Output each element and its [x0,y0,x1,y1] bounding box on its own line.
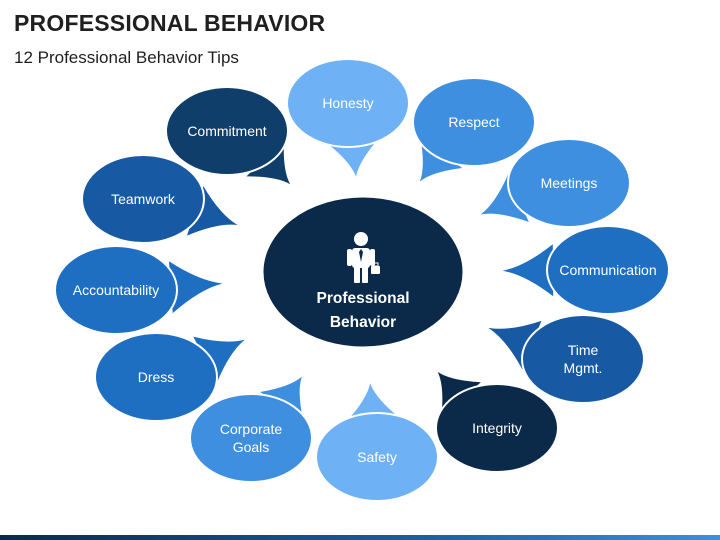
dress-label: Dress [138,369,175,385]
communication-pointer [502,244,554,297]
time-mgmt-bubble [521,314,645,404]
node-accountability: Accountability [54,245,178,335]
center-title-line1: Professional [316,290,409,307]
honesty-label: Honesty [322,95,373,111]
node-commitment: Commitment [165,86,289,176]
teamwork-label: Teamwork [111,191,176,207]
respect-bubble [412,77,536,167]
center-node: Professional Behavior [260,194,466,350]
safety-pointer [346,383,399,422]
bubble-group: HonestyRespectMeetingsCommunicationTimeM… [54,58,670,502]
accountability-label: Accountability [73,282,159,298]
honesty-pointer [326,138,379,177]
commitment-label: Commitment [187,123,266,139]
integrity-bubble [435,383,559,473]
node-safety: Safety [315,412,439,502]
communication-bubble [546,225,670,315]
node-integrity: Integrity [435,383,559,473]
teamwork-bubble [81,154,205,244]
safety-label: Safety [357,449,397,465]
node-communication: Communication [546,225,670,315]
node-teamwork: Teamwork [81,154,205,244]
accountability-bubble [54,245,178,335]
node-dress: Dress [94,332,218,422]
commitment-bubble [165,86,289,176]
safety-bubble [315,412,439,502]
meetings-pointer [480,174,529,222]
time-mgmt-pointer [488,320,542,370]
node-meetings: Meetings [507,138,631,228]
page-title: PROFESSIONAL BEHAVIOR [14,10,326,36]
dress-pointer [193,336,245,383]
bottom-accent-bar [0,535,720,540]
corporate-goals-bubble [189,393,313,483]
center-title-line2: Behavior [330,314,396,331]
businessman-icon [347,232,380,283]
node-honesty: Honesty [286,58,410,148]
dress-bubble [94,332,218,422]
node-respect: Respect [412,77,536,167]
communication-label: Communication [559,262,656,278]
time-mgmt-label: Mgmt. [564,360,603,376]
meetings-bubble [507,138,631,228]
corporate-goals-label: Goals [233,439,270,455]
respect-label: Respect [448,114,499,130]
corporate-goals-label: Corporate [220,421,282,437]
meetings-label: Meetings [541,175,598,191]
honesty-bubble [286,58,410,148]
integrity-label: Integrity [472,420,522,436]
page-subtitle: 12 Professional Behavior Tips [14,48,239,67]
time-mgmt-label: Time [568,342,599,358]
accountability-pointer [168,261,223,314]
